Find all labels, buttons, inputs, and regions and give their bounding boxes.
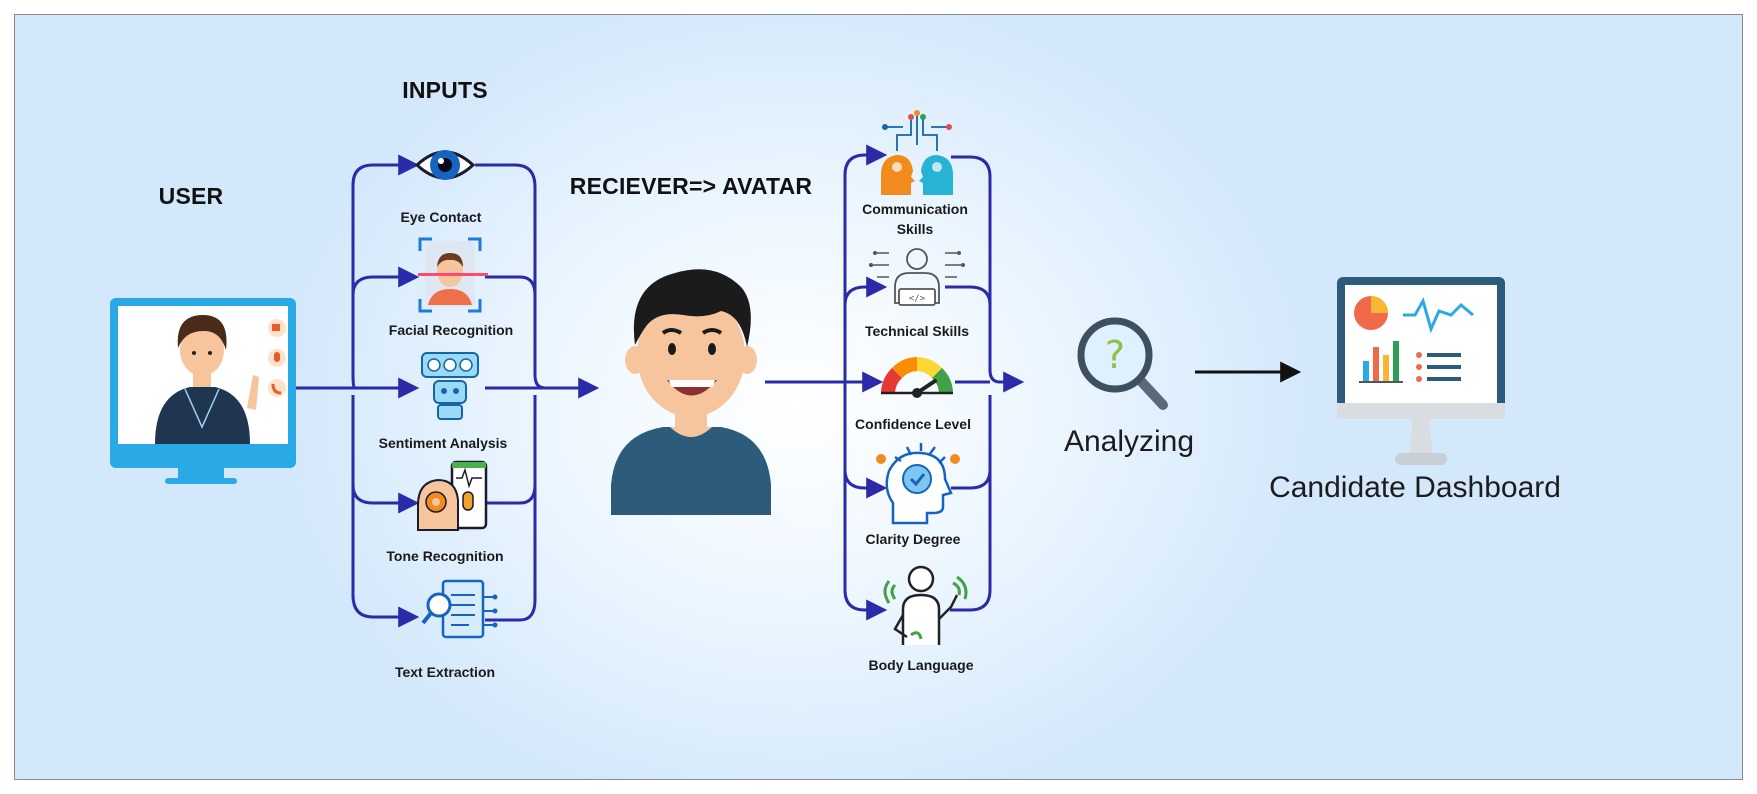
voice-tone-icon [417, 460, 488, 531]
output-label-body-language: Body Language [868, 657, 974, 673]
inputs-heading: INPUTS [402, 77, 488, 103]
sentiment-robot-icon [421, 352, 479, 420]
output-label-confidence-level: Confidence Level [855, 416, 971, 432]
gauge-icon [881, 357, 953, 398]
input-label-text-extraction: Text Extraction [394, 664, 496, 680]
diagram-frame: </> ? [14, 14, 1743, 780]
output-label-clarity-degree: Clarity Degree [865, 531, 961, 547]
output-connectors [765, 144, 1025, 621]
document-search-icon [421, 579, 498, 639]
output-label-technical-skills: Technical Skills [864, 323, 970, 339]
user-monitor-icon [110, 298, 296, 484]
communication-heads-icon [881, 110, 953, 195]
analyzing-label: Analyzing [1063, 425, 1195, 458]
face-scan-icon [418, 237, 488, 313]
magnifier-question-icon: ? [1077, 317, 1168, 410]
dashboard-monitor-icon [1337, 277, 1505, 465]
receiver-heading: RECIEVER=> AVATAR [569, 173, 813, 199]
svg-text:?: ? [1105, 333, 1125, 377]
gesture-person-icon [883, 565, 968, 645]
input-label-facial-recognition: Facial Recognition [388, 322, 514, 338]
input-label-eye-contact: Eye Contact [400, 209, 482, 225]
eye-icon [414, 150, 476, 180]
technical-person-icon: </> [869, 248, 965, 306]
input-label-tone-recognition: Tone Recognition [386, 548, 504, 564]
candidate-dashboard-label: Candidate Dashboard [1269, 471, 1561, 504]
output-label-communication-skills: Communication Skills [862, 201, 968, 237]
svg-text:</>: </> [909, 294, 926, 304]
user-heading: USER [158, 183, 224, 209]
flow-diagram: </> ? [110, 110, 1505, 645]
input-label-sentiment-analysis: Sentiment Analysis [378, 435, 508, 451]
input-connectors [295, 154, 600, 628]
brain-head-icon [876, 443, 960, 525]
avatar-receiver-icon [611, 269, 771, 515]
